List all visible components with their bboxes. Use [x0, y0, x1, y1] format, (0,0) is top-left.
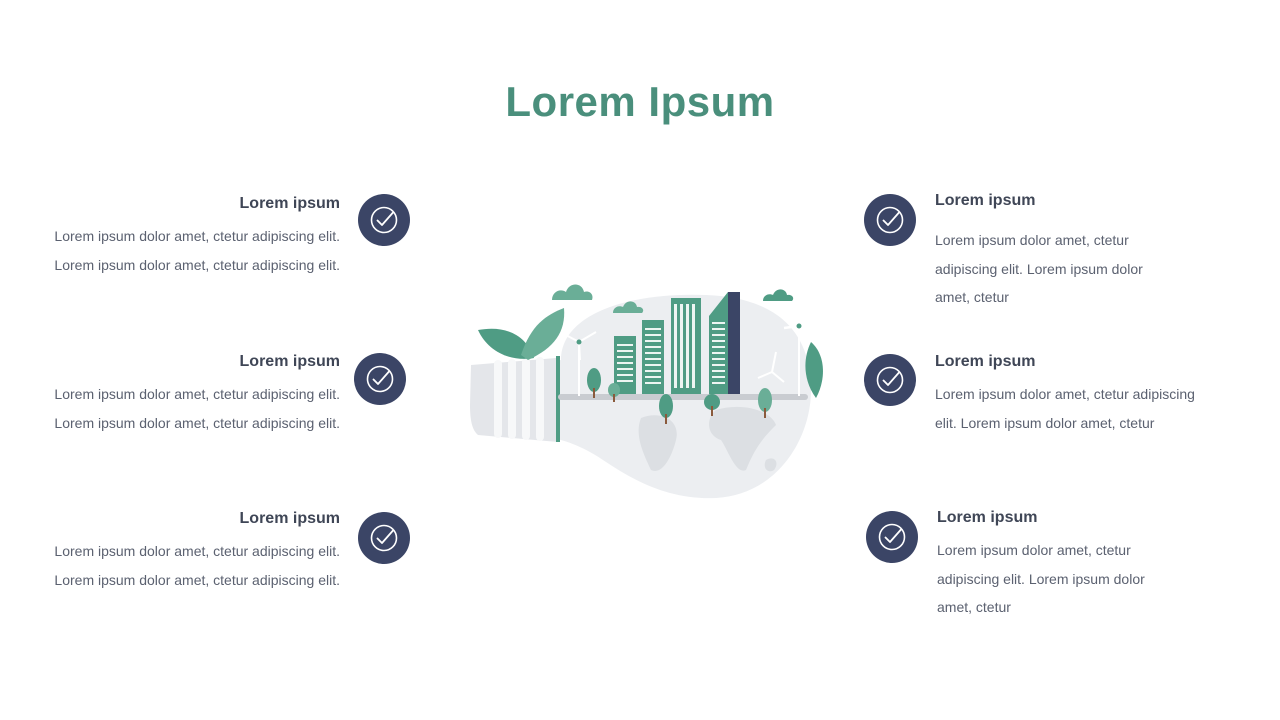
check-circle-icon [358, 194, 410, 246]
item-text: Lorem ipsum dolor amet, ctetur adipiscin… [54, 386, 340, 431]
item-heading: Lorem ipsum [239, 195, 340, 212]
item-text: Lorem ipsum dolor amet, ctetur adipiscin… [935, 232, 1143, 305]
right-item-1: Lorem ipsum Lorem ipsum dolor amet, ctet… [935, 192, 1175, 312]
slide-title: Lorem Ipsum [505, 78, 775, 125]
item-text: Lorem ipsum dolor amet, ctetur adipiscin… [935, 386, 1195, 431]
item-heading: Lorem ipsum [239, 353, 340, 370]
item-heading: Lorem ipsum [935, 192, 1036, 209]
check-circle-icon [354, 353, 406, 405]
left-item-3: Lorem ipsum Lorem ipsum dolor amet, ctet… [50, 510, 340, 594]
left-item-2: Lorem ipsum Lorem ipsum dolor amet, ctet… [50, 353, 340, 437]
check-circle-icon [864, 354, 916, 406]
right-item-3: Lorem ipsum Lorem ipsum dolor amet, ctet… [937, 509, 1177, 622]
check-circle-icon [864, 194, 916, 246]
item-text: Lorem ipsum dolor amet, ctetur adipiscin… [54, 228, 340, 273]
check-circle-icon [866, 511, 918, 563]
item-heading: Lorem ipsum [937, 509, 1038, 526]
right-item-2: Lorem ipsum Lorem ipsum dolor amet, ctet… [935, 353, 1210, 437]
item-heading: Lorem ipsum [239, 510, 340, 527]
item-text: Lorem ipsum dolor amet, ctetur adipiscin… [937, 542, 1145, 615]
item-text: Lorem ipsum dolor amet, ctetur adipiscin… [54, 543, 340, 588]
left-item-1: Lorem ipsum Lorem ipsum dolor amet, ctet… [50, 195, 340, 279]
eco-city-lightbulb-illustration [470, 284, 823, 499]
item-heading: Lorem ipsum [935, 353, 1036, 370]
check-circle-icon [358, 512, 410, 564]
